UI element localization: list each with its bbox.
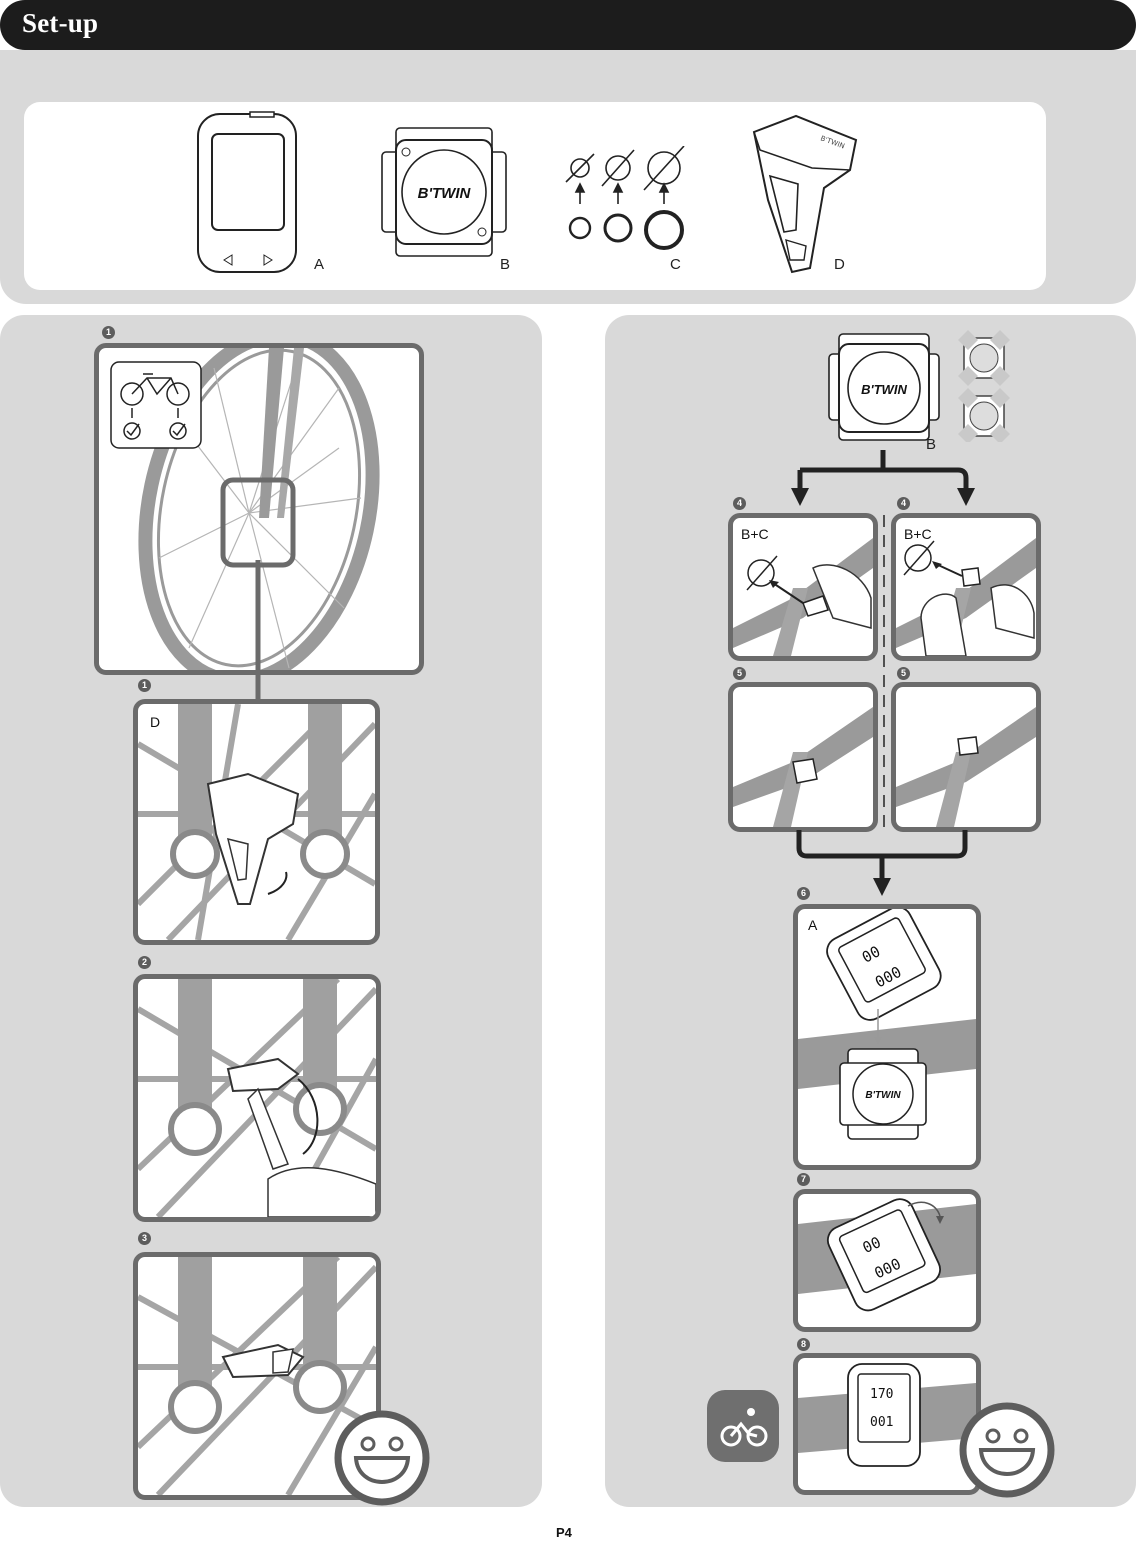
sensor-on-frame-alt-illustration bbox=[896, 687, 1036, 827]
step4b-frame: B+C bbox=[891, 513, 1041, 661]
step2-frame bbox=[133, 974, 381, 1222]
computer-attach-illustration: 00 000 B'TWIN bbox=[798, 909, 976, 1165]
step-number: 4 bbox=[733, 497, 746, 510]
step-number: 5 bbox=[733, 667, 746, 680]
section-header: Set-up bbox=[0, 0, 1136, 50]
computer-illustration bbox=[194, 110, 304, 275]
sensor-on-frame-illustration bbox=[733, 687, 873, 827]
brand-logo: B'TWIN bbox=[418, 185, 472, 202]
component-label-c: C bbox=[670, 256, 681, 273]
component-label-d: D bbox=[834, 256, 845, 273]
step5a-frame bbox=[728, 682, 878, 832]
svg-text:170: 170 bbox=[870, 1387, 893, 1402]
step-number: 7 bbox=[797, 1173, 810, 1186]
step6-frame: A 00 000 B'TWIN bbox=[793, 904, 981, 1170]
sensor-mounting-alt-illustration bbox=[896, 518, 1036, 656]
step-number: 2 bbox=[138, 956, 151, 969]
step-number: 6 bbox=[797, 887, 810, 900]
step-number: 5 bbox=[897, 667, 910, 680]
smiley-face-icon bbox=[959, 1402, 1055, 1498]
step5b-frame bbox=[891, 682, 1041, 832]
step7-frame: 00 000 bbox=[793, 1189, 981, 1332]
magnet-illustration: B'TWIN bbox=[740, 110, 870, 280]
option-divider bbox=[880, 515, 888, 835]
brand-logo: B'TWIN bbox=[861, 382, 907, 397]
branch-arrows bbox=[790, 450, 980, 510]
step-number: 1 bbox=[102, 326, 115, 339]
page-number: P4 bbox=[556, 1525, 572, 1540]
rings-illustration bbox=[564, 146, 694, 256]
magnet-clip-illustration bbox=[138, 979, 376, 1217]
step1b-magnet-frame: D bbox=[133, 699, 380, 945]
sensor-illustration-small: B'TWIN bbox=[825, 330, 943, 448]
computer-mounted-illustration: 170 001 bbox=[798, 1358, 976, 1490]
sensor-illustration: B'TWIN bbox=[378, 122, 510, 262]
component-label-a: A bbox=[314, 256, 324, 273]
component-label-b: B bbox=[500, 256, 510, 273]
sensor-mounting-illustration bbox=[733, 518, 873, 656]
merge-arrow bbox=[795, 830, 971, 900]
step-number: 1 bbox=[138, 679, 151, 692]
svg-text:001: 001 bbox=[870, 1415, 893, 1430]
magnet-on-spoke-illustration bbox=[138, 704, 375, 940]
step-number: 4 bbox=[897, 497, 910, 510]
smiley-face-icon bbox=[334, 1410, 430, 1506]
computer-twist-illustration: 00 000 bbox=[798, 1194, 976, 1327]
cycling-icon bbox=[707, 1390, 779, 1462]
page-title: Set-up bbox=[22, 8, 98, 39]
step-number: 8 bbox=[797, 1338, 810, 1351]
step-number: 3 bbox=[138, 1232, 151, 1245]
step8-frame: 170 001 bbox=[793, 1353, 981, 1495]
connector-line bbox=[254, 560, 264, 705]
brand-logo: B'TWIN bbox=[865, 1090, 901, 1101]
components-panel: A B'TWIN B C B'TWI bbox=[24, 102, 1046, 290]
step4a-frame: B+C bbox=[728, 513, 878, 661]
sensor-orientation-icons bbox=[958, 330, 1010, 442]
